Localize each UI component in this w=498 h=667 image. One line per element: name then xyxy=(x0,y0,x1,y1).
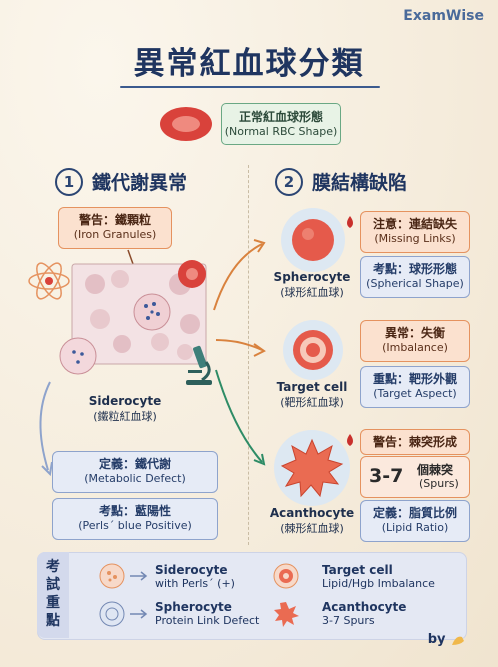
spherocyte-label: Spherocyte (球形紅血球) xyxy=(262,270,362,300)
acanthocyte-warning: 警告：棘突形成 xyxy=(360,429,470,455)
siderocyte-label: Siderocyte (鐵粒紅血球) xyxy=(60,394,190,424)
exam-summary-side xyxy=(37,552,69,638)
spherocyte-name: Spherocyte xyxy=(273,270,351,284)
normal-rbc-icon xyxy=(160,107,212,141)
spherocyte-illustration xyxy=(281,208,353,272)
normal-rbc-label: 正常紅血球形態 (Normal RBC Shape) xyxy=(221,103,341,145)
siderocyte-name: Siderocyte xyxy=(88,394,162,408)
side-char: 點 xyxy=(46,613,60,629)
section-1-number: 1 xyxy=(55,168,83,196)
acanthocyte-illustration xyxy=(274,430,353,506)
normal-rbc-title: 正常紅血球形態 xyxy=(238,110,323,124)
iron-granules-warning: 警告：鐵顆粒 (Iron Granules) xyxy=(58,207,172,249)
page-title: 異常紅血球分類 xyxy=(133,46,365,82)
side-char: 重 xyxy=(46,595,60,611)
siderocyte-zh: (鐵粒紅血球) xyxy=(93,410,157,423)
spur-count-value: 3-7 xyxy=(369,465,404,487)
summary-item-name: Target cell xyxy=(322,563,393,577)
spherocyte-mini-icon xyxy=(99,601,125,627)
acanthocyte-label: Acanthocyte (棘形紅血球) xyxy=(262,506,362,536)
acanthocyte-definition-title: 定義：脂質比例 xyxy=(372,506,457,520)
acanthocyte-definition: 定義：脂質比例 (Lipid Ratio) xyxy=(360,500,470,542)
target-cell-illustration xyxy=(283,320,343,380)
spherocyte-note: 注意：連結缺失 (Missing Links) xyxy=(360,211,470,253)
spur-count-sub: (Spurs) xyxy=(419,477,459,490)
summary-item-name: Acanthocyte xyxy=(322,600,407,614)
summary-item-desc: Protein Link Defect xyxy=(155,614,260,627)
siderocyte-smear-illustration xyxy=(59,249,207,375)
target-key-title: 重點：靶形外觀 xyxy=(372,372,457,386)
acanthocyte-definition-sub: (Lipid Ratio) xyxy=(381,521,449,534)
target-abnormal-title: 異常：失衡 xyxy=(384,326,445,340)
normal-rbc-sub: (Normal RBC Shape) xyxy=(224,125,338,138)
siderocyte-mini-icon xyxy=(99,563,125,589)
branch-arrows xyxy=(213,239,266,466)
byline: by xyxy=(428,632,466,647)
target-cell-zh: (靶形紅血球) xyxy=(280,396,344,409)
microscope-icon xyxy=(186,345,212,385)
byline-text: by xyxy=(427,632,446,647)
hand-logo-icon xyxy=(452,636,464,645)
definition-box: 定義：鐵代謝 (Metabolic Defect) xyxy=(52,451,218,493)
spur-count-label: 個棘突 xyxy=(417,463,454,477)
section-1-title: 鐵代謝異常 xyxy=(92,172,188,194)
summary-item-desc: 3-7 Spurs xyxy=(322,614,375,627)
section-2-title: 膜結構缺陷 xyxy=(312,172,408,194)
spherocyte-note-sub: (Missing Links) xyxy=(374,232,456,245)
spherocyte-exam-sub: (Spherical Shape) xyxy=(366,277,464,290)
brand-logo: ExamWise xyxy=(403,8,484,24)
definition-sub: (Metabolic Defect) xyxy=(84,472,186,485)
target-key-sub: (Target Aspect) xyxy=(373,387,457,400)
summary-item-desc: Lipid/Hgb Imbalance xyxy=(322,577,435,590)
summary-item-spherocyte: Spherocyte Protein Link Defect xyxy=(155,600,259,627)
summary-item-siderocyte: Siderocyte with Perls´ (+) xyxy=(155,563,235,590)
acanthocyte-mini-icon xyxy=(274,602,299,627)
acanthocyte-warning-title: 警告：棘突形成 xyxy=(372,435,457,449)
summary-arrow-icon xyxy=(130,609,148,619)
acanthocyte-zh: (棘形紅血球) xyxy=(280,522,344,535)
exam-summary-side-label: 考 試 重 點 xyxy=(42,558,64,630)
exam-point-sub: (Perls´ blue Positive) xyxy=(78,519,192,532)
siderocyte-arrow xyxy=(39,381,53,477)
target-cell-label: Target cell (靶形紅血球) xyxy=(262,380,362,410)
summary-item-name: Siderocyte xyxy=(155,563,228,577)
exam-point-box: 考點：藍陽性 (Perls´ blue Positive) xyxy=(52,498,218,540)
acanthocyte-name: Acanthocyte xyxy=(269,506,355,520)
summary-item-name: Spherocyte xyxy=(155,600,232,614)
spherocyte-exam: 考點：球形形態 (Spherical Shape) xyxy=(360,256,470,298)
side-char: 試 xyxy=(46,577,60,593)
target-abnormal-box: 異常：失衡 (Imbalance) xyxy=(360,320,470,362)
target-cell-name: Target cell xyxy=(276,380,348,394)
atom-icon xyxy=(28,262,70,300)
section-2-number: 2 xyxy=(275,168,303,196)
spherocyte-exam-title: 考點：球形形態 xyxy=(372,262,457,276)
iron-warning-sub: (Iron Granules) xyxy=(73,228,157,241)
spherocyte-note-title: 注意：連結缺失 xyxy=(372,217,457,231)
spherocyte-zh: (球形紅血球) xyxy=(280,286,344,299)
side-char: 考 xyxy=(46,559,60,575)
spur-count-box: 3-7 個棘突 (Spurs) xyxy=(360,456,470,498)
target-cell-mini-icon xyxy=(273,563,299,589)
summary-item-target: Target cell Lipid/Hgb Imbalance xyxy=(322,563,435,590)
target-key-box: 重點：靶形外觀 (Target Aspect) xyxy=(360,366,470,408)
target-abnormal-sub: (Imbalance) xyxy=(382,341,448,354)
summary-item-desc: with Perls´ (+) xyxy=(155,577,235,590)
summary-item-acanthocyte: Acanthocyte 3-7 Spurs xyxy=(322,600,406,627)
iron-warning-title: 警告：鐵顆粒 xyxy=(78,213,151,227)
definition-title: 定義：鐵代謝 xyxy=(98,457,171,471)
summary-arrow-icon xyxy=(130,571,148,581)
exam-point-title: 考點：藍陽性 xyxy=(98,504,171,518)
section-divider xyxy=(248,165,250,545)
title-underline xyxy=(120,86,380,88)
